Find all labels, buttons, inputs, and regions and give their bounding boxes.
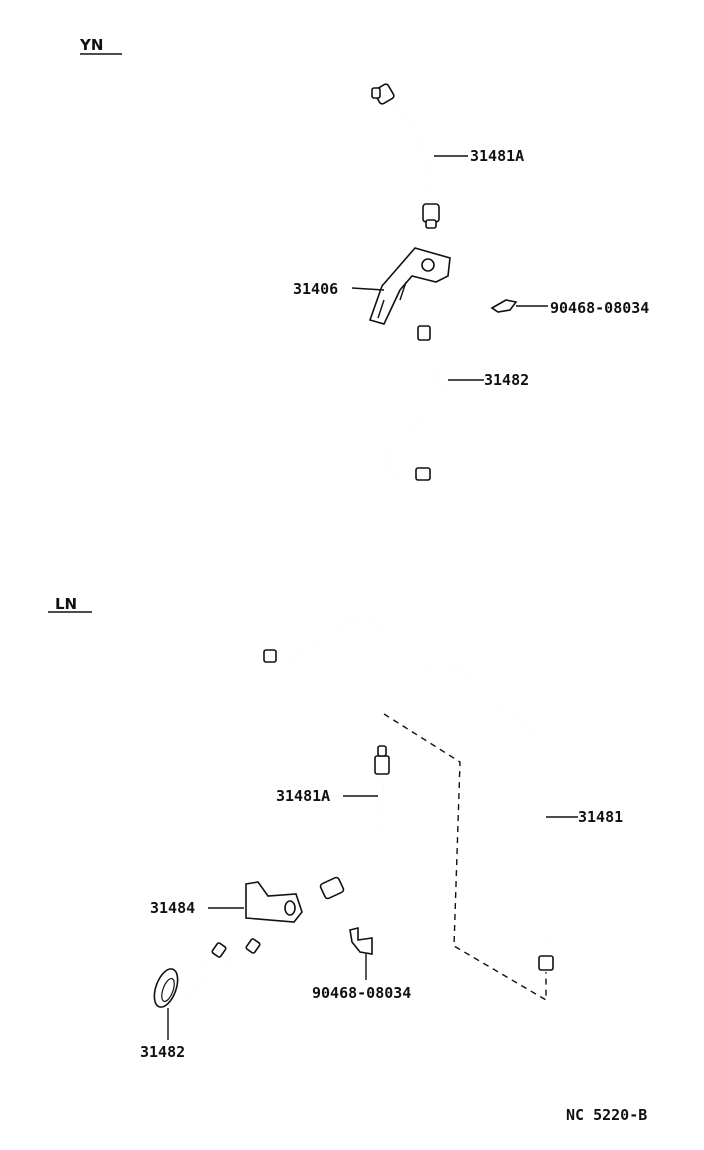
yn-label-hose-a: 31481A <box>470 147 524 165</box>
ln-label-tube: 31482 <box>140 1043 185 1061</box>
yn-tube-31482 <box>384 325 446 481</box>
ln-label-clip: 90468-08034 <box>312 984 411 1002</box>
ln-dashed-connection <box>383 713 547 1002</box>
section-ln-title: LN <box>55 595 77 613</box>
section-yn-title: YN <box>79 36 103 54</box>
yn-clip <box>490 299 518 313</box>
section-ln: LN 31481 31481A 31484 <box>48 595 623 1061</box>
ln-bracket-31484 <box>245 881 303 923</box>
yn-leader-bracket <box>351 287 385 291</box>
section-yn: YN 31481A 31406 90468-08034 <box>79 36 649 481</box>
yn-label-tube: 31482 <box>484 371 529 389</box>
yn-bracket-31406 <box>368 247 451 325</box>
ln-tube-31482 <box>153 938 261 1008</box>
ln-hose-31481a <box>319 745 390 900</box>
yn-label-clip: 90468-08034 <box>550 299 649 317</box>
ln-label-hose-a: 31481A <box>276 787 330 805</box>
ln-tube-31481 <box>263 620 554 971</box>
yn-label-bracket: 31406 <box>293 280 338 298</box>
yn-hose-31481a <box>371 83 440 229</box>
ln-label-tube-long: 31481 <box>578 808 623 826</box>
figure-code: NC 5220-B <box>566 1106 647 1124</box>
ln-label-bracket: 31484 <box>150 899 195 917</box>
ln-clip <box>349 926 373 955</box>
